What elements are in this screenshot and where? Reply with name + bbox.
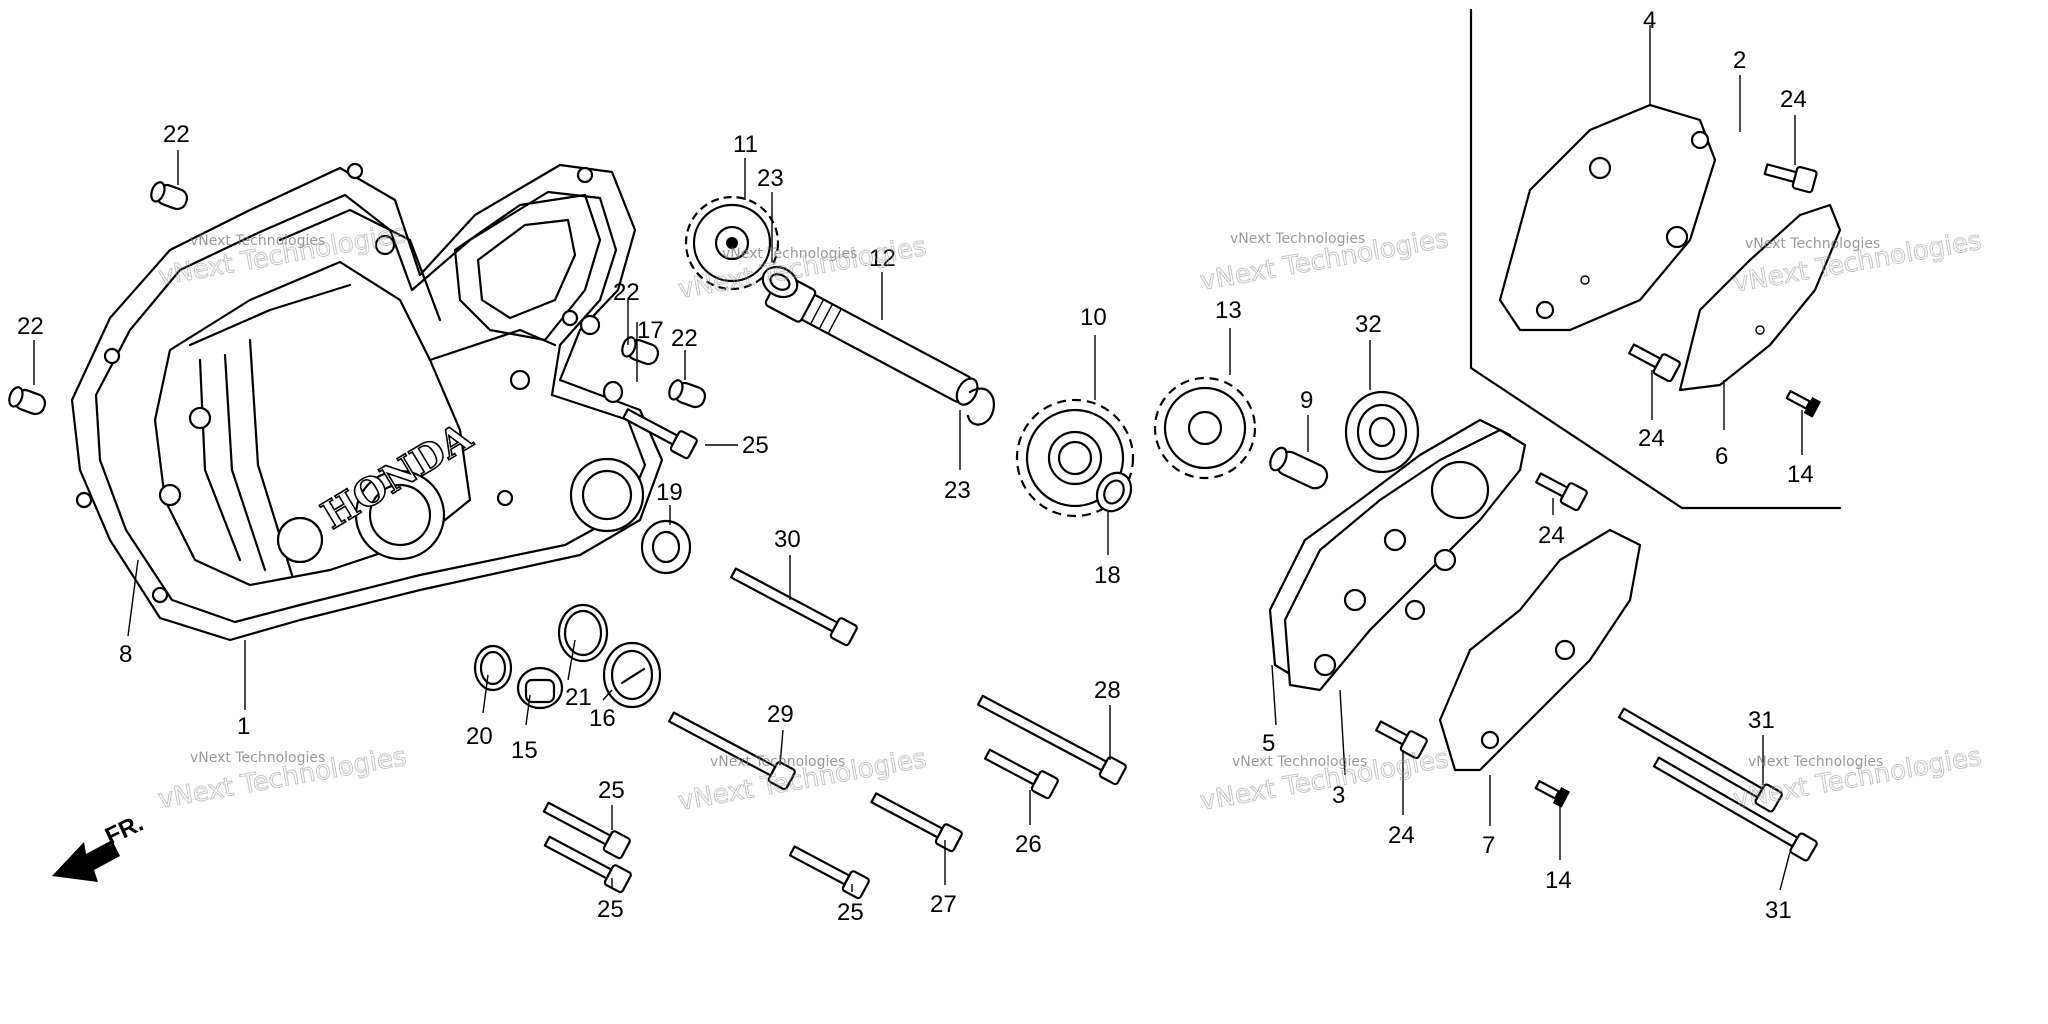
- callout: 4: [1643, 7, 1656, 34]
- callout: 25: [742, 432, 769, 459]
- callout: 26: [1015, 831, 1042, 858]
- inset-cover-4: [1498, 103, 1717, 332]
- callout: 24: [1638, 425, 1665, 452]
- callout: 21: [565, 684, 592, 711]
- callout: 3: [1332, 782, 1345, 809]
- callout: 18: [1094, 562, 1121, 589]
- dowel-pins: [8, 181, 1329, 490]
- callout: 16: [589, 705, 616, 732]
- callout: 25: [837, 899, 864, 926]
- bolts: [542, 163, 1822, 900]
- callout: 12: [869, 245, 896, 272]
- callout: 28: [1094, 677, 1121, 704]
- callout: 23: [757, 165, 784, 192]
- watermark-text: vNext Technologies: [1731, 742, 1984, 815]
- callout: 24: [1538, 522, 1565, 549]
- callout: 11: [733, 131, 758, 158]
- callout: 31: [1765, 897, 1792, 924]
- callout: 29: [767, 701, 794, 728]
- callout: 30: [774, 526, 801, 553]
- callout: 14: [1787, 461, 1814, 488]
- callout: 9: [1300, 387, 1313, 414]
- bearing: [1344, 390, 1420, 474]
- callout: 32: [1355, 311, 1382, 338]
- callout: 1: [237, 713, 250, 740]
- callout: 6: [1715, 443, 1728, 470]
- watermark-text: vNext Technologies: [1748, 754, 1883, 770]
- callout: 25: [598, 777, 625, 804]
- callout: 5: [1262, 730, 1275, 757]
- callout: 24: [1388, 822, 1415, 849]
- callout: 22: [17, 313, 44, 340]
- callout: 22: [613, 279, 640, 306]
- watermark-text: vNext Technologies: [1232, 754, 1367, 770]
- cover-plate-7: [1438, 528, 1642, 772]
- callout: 7: [1482, 832, 1495, 859]
- callout: 2: [1733, 47, 1746, 74]
- side-cover: [1268, 418, 1527, 692]
- callout: 27: [930, 891, 957, 918]
- watermark-text: vNext Technologies: [722, 246, 857, 262]
- leader-lines: [33, 25, 1803, 892]
- callout-numbers: 22 22 11 23 12 17 22 22 25 23 19 30 10 1…: [17, 7, 1814, 926]
- watermark-text: vNext Technologies: [710, 754, 845, 770]
- callout: 22: [163, 121, 190, 148]
- front-direction-arrow: FR.: [52, 810, 148, 882]
- inset-plate-6: [1678, 203, 1842, 392]
- callout: 15: [511, 737, 538, 764]
- watermark-text: vNext Technologies: [1745, 236, 1880, 252]
- callout: 20: [466, 723, 493, 750]
- callout: 19: [656, 479, 683, 506]
- callout: 22: [671, 325, 698, 352]
- callout: 14: [1545, 867, 1572, 894]
- callout: 25: [597, 896, 624, 923]
- seals-and-plugs: [473, 380, 692, 710]
- watermark-text: vNext Technologies: [190, 233, 325, 249]
- watermark-text: vNext Technologies: [190, 750, 325, 766]
- callout: 10: [1080, 304, 1107, 331]
- callout: 8: [119, 641, 132, 668]
- callout: 13: [1215, 297, 1242, 324]
- callout: 31: [1748, 707, 1775, 734]
- crankcase-cover: HONDA: [70, 162, 664, 642]
- watermark-text: vNext Technologies: [1230, 231, 1365, 247]
- callout: 17: [637, 317, 664, 344]
- shaft-and-washers: [761, 265, 1133, 513]
- inset-frame: [1469, 8, 1842, 510]
- callout: 23: [944, 477, 971, 504]
- callout: 24: [1780, 86, 1807, 113]
